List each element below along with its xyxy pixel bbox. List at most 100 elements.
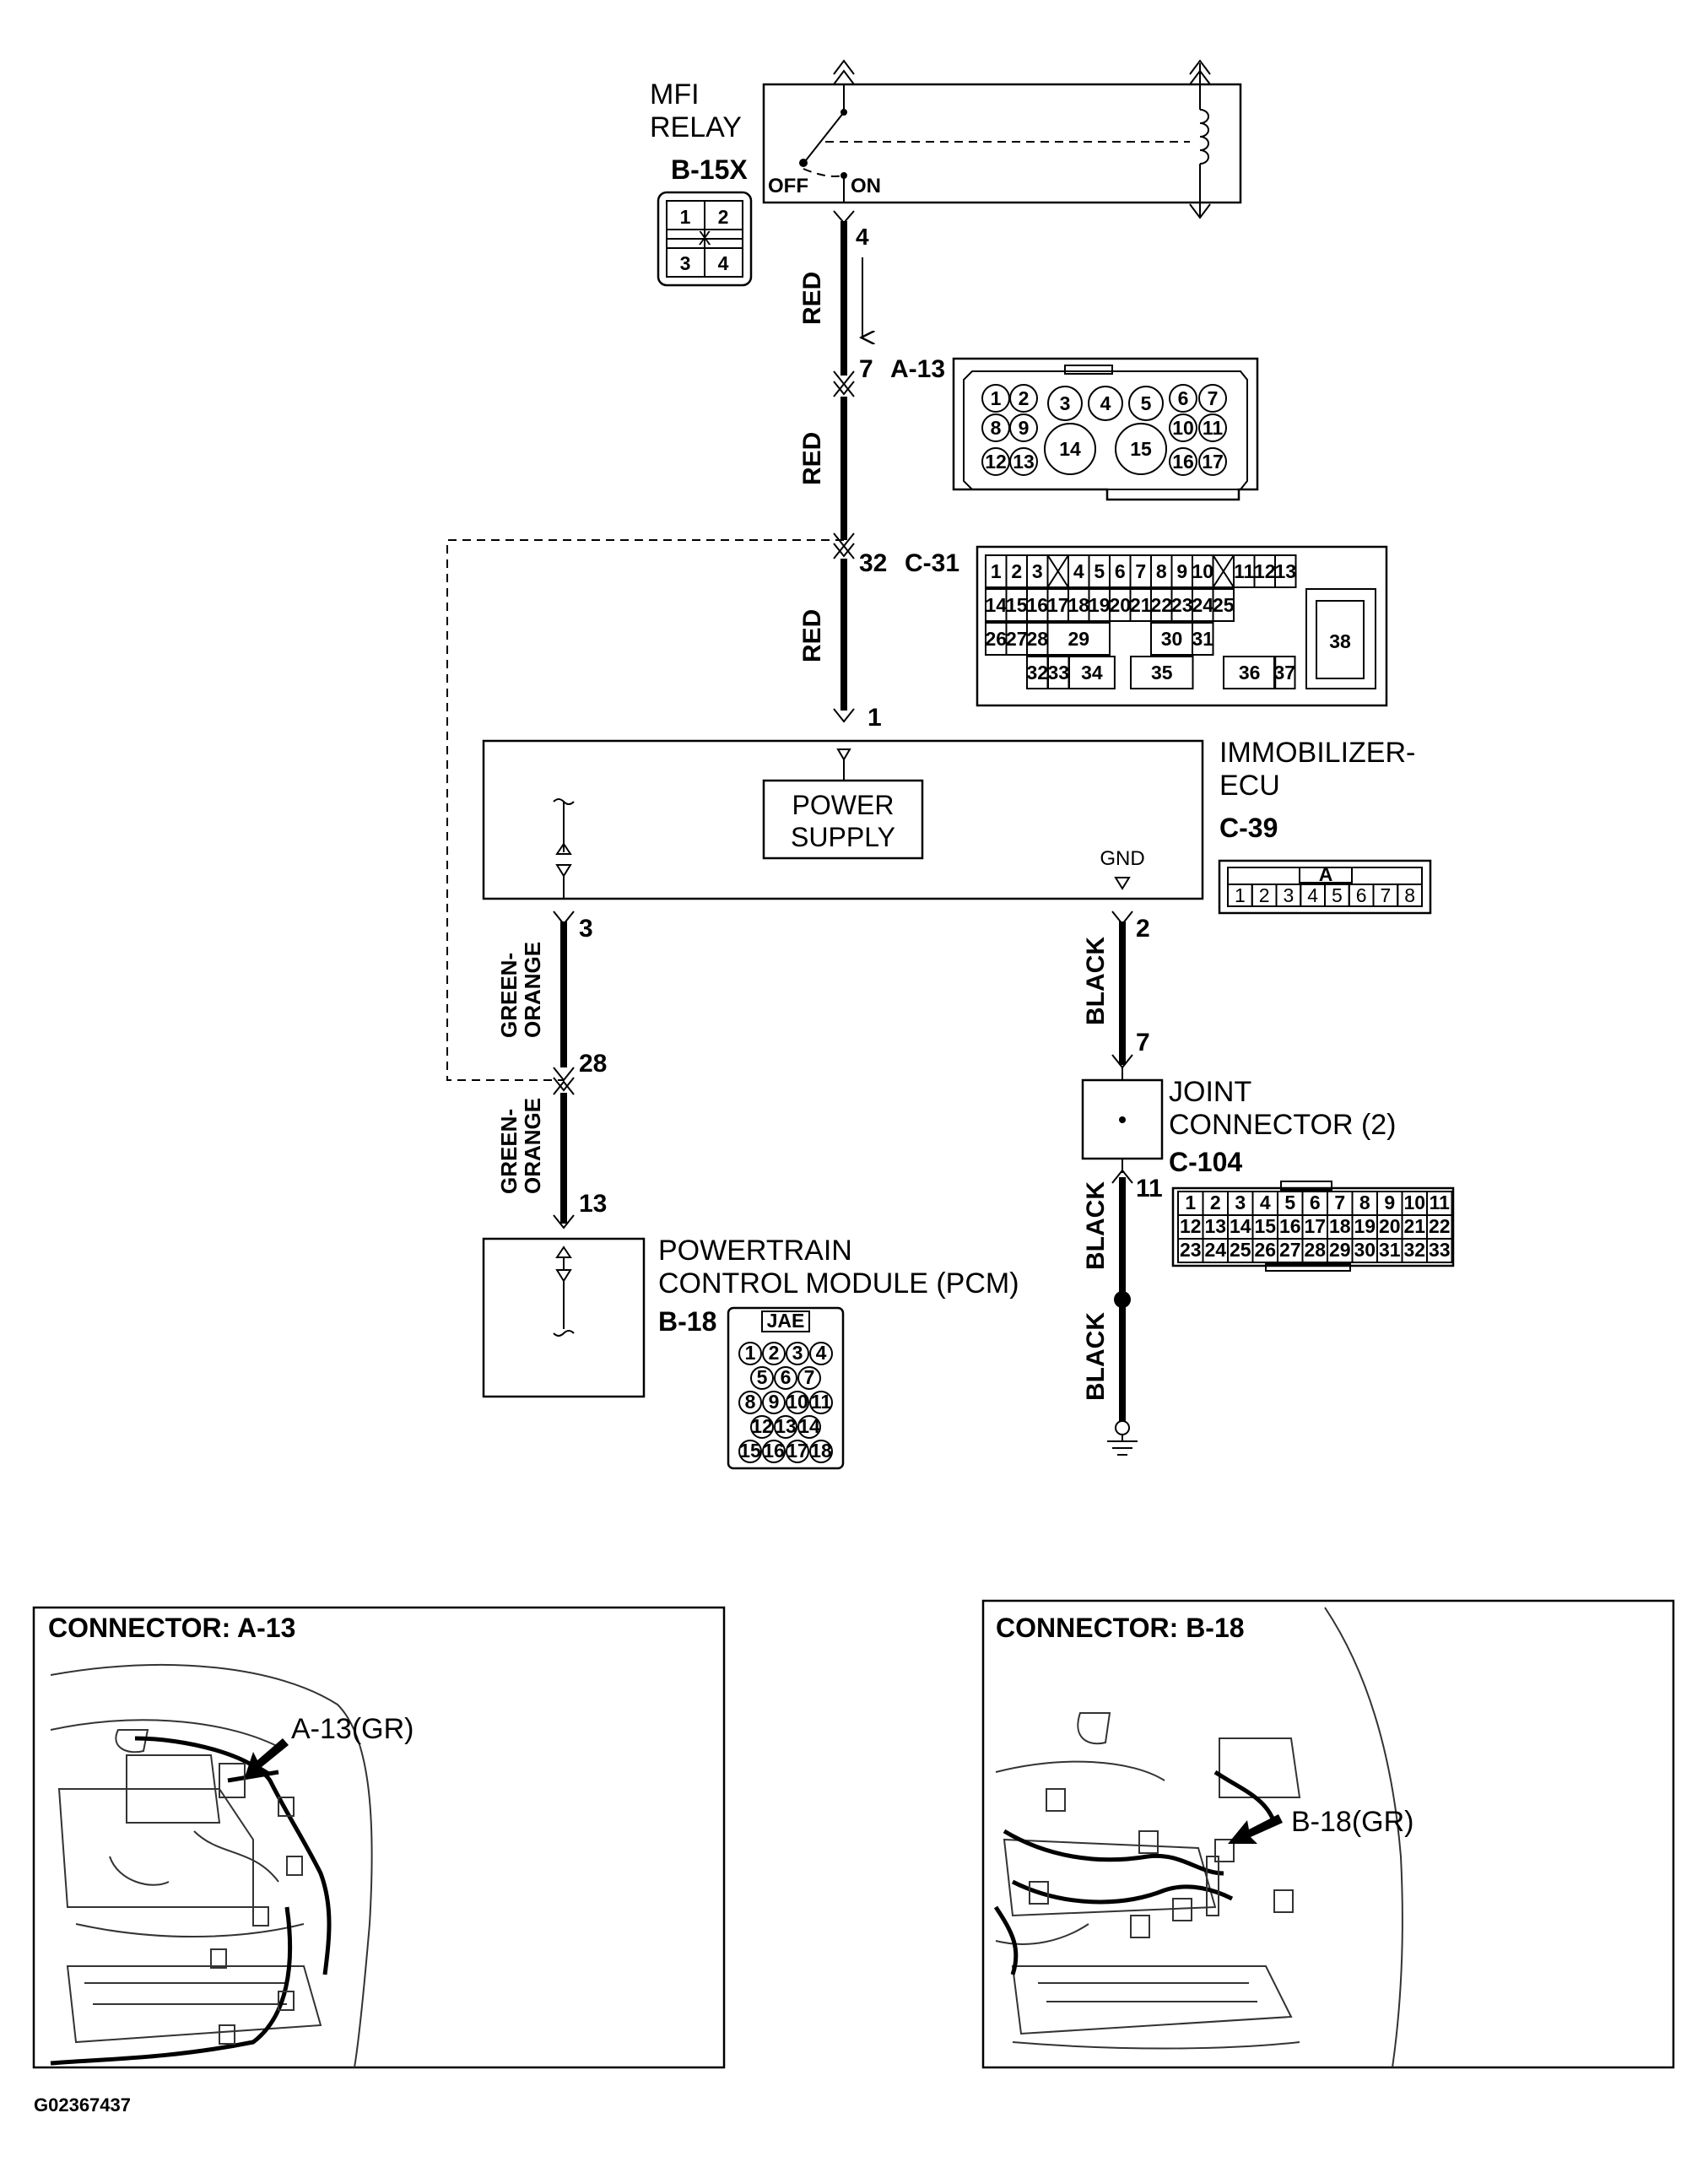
a13-pin-8: 8 [991,417,1002,439]
b18-pin-5: 5 [757,1366,768,1388]
a13-pin-13: 13 [1013,451,1035,473]
a13-pin-17: 17 [1202,451,1224,473]
c104-pin-28: 28 [1304,1239,1326,1261]
b18-pin-8-ring [738,1391,762,1414]
a13-pin-1: 1 [991,387,1002,409]
wire-color-go-2a: GREEN- [496,1109,522,1194]
mfi-relay: MFI RELAY OFF ON B-15X 1 2 [650,59,1242,287]
b18-pin-18: 18 [810,1440,832,1462]
ecu-title-2: ECU [1219,770,1280,802]
a13-pin-11: 11 [1203,417,1224,439]
c31-pin-4: 4 [1073,560,1084,582]
c31-pin-13: 13 [1274,560,1296,582]
c104-pin-7: 7 [1334,1192,1345,1213]
c31-pin-2: 2 [1011,560,1022,582]
b18-pin-14: 14 [798,1415,820,1437]
pcm-box [482,1237,646,1398]
a13-pin-2-ring [1009,384,1038,413]
ecu-input-arrow [836,748,851,761]
c104-pin-21: 21 [1403,1215,1425,1237]
b15x-pin-2: 2 [718,206,729,228]
b18-pin-17-ring [786,1440,809,1463]
a13-pin-7: 7 [1208,387,1219,409]
relay-coil [1199,109,1209,165]
b18-pin-16-ring [762,1440,786,1463]
b18-pin-6: 6 [781,1366,792,1388]
b18-pin-12-ring [750,1415,774,1439]
pcm-connector-id: B-18 [658,1306,716,1337]
c39-pin-7: 7 [1381,884,1392,906]
a13-pin-5: 5 [1141,392,1152,414]
c104-pin-25: 25 [1230,1239,1251,1261]
relay-title-1: MFI [650,78,700,111]
c104-pin-29: 29 [1329,1239,1351,1261]
c31-pin-29: 29 [1068,628,1089,650]
a13-pin-4: 4 [1100,392,1111,414]
b18-pin-3: 3 [792,1342,803,1364]
c31-pin-7: 7 [1135,560,1146,582]
panel-b18-callout: B-18(GR) [1291,1806,1413,1838]
c104-pin-32: 32 [1403,1239,1425,1261]
relay-off-contact [799,159,808,167]
c31-pin-31: 31 [1192,628,1213,650]
wire-color-red-2: RED [798,432,826,485]
c104-pin-14: 14 [1230,1215,1251,1237]
c104-pin-8: 8 [1359,1192,1370,1213]
joint-title-2: CONNECTOR (2) [1169,1109,1397,1141]
a13-pin-15: 15 [1130,438,1152,460]
c31-pin-1: 1 [991,560,1002,582]
figure-id: G02367437 [34,2094,131,2116]
pin-13-label: 13 [579,1190,607,1218]
c31-pin-28: 28 [1026,628,1048,650]
b18-pin-13-ring [774,1415,797,1439]
relay-title-2: RELAY [650,111,742,143]
c31-pin-22: 22 [1150,594,1172,616]
c31-pin-30: 30 [1161,628,1183,650]
engine-bay-sketch-a13 [50,1663,373,2068]
wire-color-red-3: RED [798,609,826,662]
b18-pin-11-ring [809,1391,833,1414]
wire-color-go-1b: ORANGE [520,942,545,1038]
ecu-pin-3-label: 3 [579,915,593,943]
c31-pin-27: 27 [1006,628,1028,650]
a13-pin-12: 12 [985,451,1007,473]
b18-pin-10: 10 [786,1391,808,1413]
c31-pin-26: 26 [985,628,1007,650]
b18-pin-4: 4 [816,1342,827,1364]
a13-connector-id: A-13 [890,355,945,383]
a13-pin-6-ring [1169,384,1197,413]
c104-pin-31: 31 [1379,1239,1401,1261]
c31-pin-8: 8 [1156,560,1167,582]
wire-color-go-1a: GREEN- [496,953,522,1038]
c104-pin-15: 15 [1254,1215,1276,1237]
c31-pin-9: 9 [1176,560,1187,582]
relay-connector-id: B-15X [671,154,748,185]
b15x-connector-icon: 1 2 3 4 X [657,191,753,287]
pcm: POWERTRAIN CONTROL MODULE (PCM) B-18 [482,1235,1019,1398]
c31-pin-32: 32 [1026,662,1048,684]
a13-pin-9: 9 [1019,417,1030,439]
c39-pin-8: 8 [1404,884,1415,906]
green-orange-wire: 3 GREEN- ORANGE 28 GREEN- ORANGE 13 [446,539,844,1229]
a13-pin-6: 6 [1178,387,1189,409]
power-supply-label-1: POWER [792,790,895,820]
c31-pin-6: 6 [1115,560,1126,582]
ecu-gnd-label: GND [1100,847,1144,870]
c31-pin-19: 19 [1089,594,1111,616]
joint-pin-7-label: 7 [1136,1029,1150,1056]
a13-pin-2: 2 [1019,387,1030,409]
a13-pin-13-ring [1009,447,1038,476]
c31-pin-35: 35 [1151,662,1173,684]
connector-a13-panel: CONNECTOR: A-13 A-13(GR) [32,1606,726,2069]
c104-pin-11: 11 [1430,1192,1451,1213]
relay-switch-arm [805,111,845,161]
a13-callout-arrow [245,1738,289,1777]
c31-pin-33: 33 [1047,662,1069,684]
relay-box [762,83,1242,204]
b15x-pin-4: 4 [718,252,729,274]
c104-pin-22: 22 [1429,1215,1451,1237]
b18-pin-7-ring [797,1366,821,1390]
